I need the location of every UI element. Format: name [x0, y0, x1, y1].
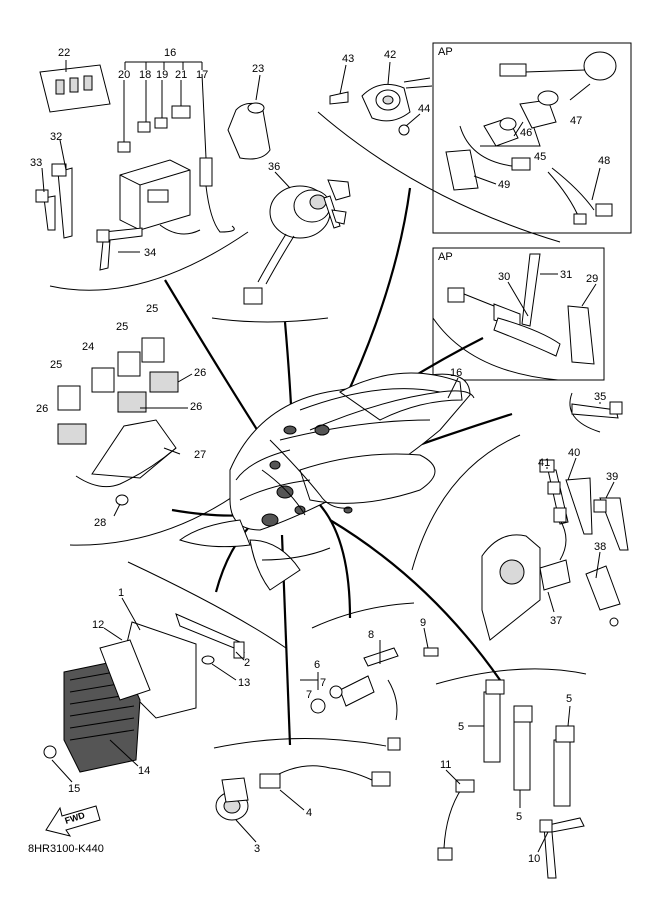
callout-6: 6 — [314, 659, 320, 671]
callout-48: 48 — [598, 155, 610, 167]
group-frame-injectors — [435, 668, 587, 685]
callout-17: 17 — [196, 69, 208, 81]
fuses-18-21 — [117, 80, 191, 153]
callout-44: 44 — [418, 103, 430, 115]
vehicle-body — [178, 372, 471, 591]
callout-45: 45 — [534, 151, 546, 163]
callout-9: 9 — [420, 617, 426, 629]
callout-leaders — [41, 60, 615, 853]
part-23-container — [227, 102, 271, 160]
ap-top-parts — [445, 51, 617, 225]
callout-7-a: 7 — [320, 677, 326, 689]
callout-28: 28 — [94, 517, 106, 529]
callout-39: 39 — [606, 471, 618, 483]
callout-21: 21 — [175, 69, 187, 81]
callout-5-a: 5 — [458, 721, 464, 733]
part-22-holder — [39, 64, 111, 113]
callout-36: 36 — [268, 161, 280, 173]
callout-11: 11 — [440, 759, 451, 771]
callout-13: 13 — [238, 677, 250, 689]
group-frame-top-left — [49, 231, 249, 291]
group-frame-regulator — [127, 561, 287, 649]
callout-41: 41 — [538, 457, 550, 469]
callout-5-c: 5 — [566, 693, 572, 705]
callout-25-a: 25 — [146, 303, 158, 315]
callout-35: 35 — [594, 391, 606, 403]
ap-box-mid — [432, 247, 605, 381]
callout-42: 42 — [384, 49, 396, 61]
diagram-code: 8HR3100-K440 — [28, 843, 104, 855]
callout-29: 29 — [586, 273, 598, 285]
group-frame-clip — [569, 392, 601, 433]
ap-label-top: AP — [438, 46, 453, 58]
part-14-regulator — [43, 639, 151, 773]
ap-mid-parts — [447, 253, 595, 365]
callout-2: 2 — [244, 657, 250, 669]
callout-47: 47 — [570, 115, 582, 127]
parts-32-34-bands — [35, 163, 143, 271]
callout-22: 22 — [58, 47, 70, 59]
group-frame-sensor-right — [411, 434, 521, 571]
part-35-band — [571, 401, 623, 419]
callout-18: 18 — [139, 69, 151, 81]
part-36-main-switch — [243, 179, 351, 305]
callout-38: 38 — [594, 541, 606, 553]
callout-37: 37 — [550, 615, 562, 627]
callout-32: 32 — [50, 131, 62, 143]
group-frame-coil — [311, 602, 415, 629]
callout-43: 43 — [342, 53, 354, 65]
callout-10: 10 — [528, 853, 540, 865]
callout-14: 14 — [138, 765, 150, 777]
callout-bracket-16 — [124, 61, 203, 70]
callout-16-vehicle: 16 — [450, 367, 462, 379]
callout-19: 19 — [156, 69, 168, 81]
group-frame-right-ap — [432, 317, 559, 381]
ap-label-mid: AP — [438, 251, 453, 263]
parts-6-9-sensor — [310, 647, 439, 751]
callout-15: 15 — [68, 783, 80, 795]
parts-10-11-wires — [437, 779, 585, 879]
callout-25-b: 25 — [116, 321, 128, 333]
group-frame-top-right — [317, 111, 561, 243]
callout-25-c: 25 — [50, 359, 62, 371]
ap-box-top — [432, 42, 632, 234]
callout-20: 20 — [118, 69, 130, 81]
part-42-switch — [329, 77, 433, 136]
callout-33: 33 — [30, 157, 42, 169]
callout-5-b: 5 — [516, 811, 522, 823]
parts-3-4-switch — [215, 765, 391, 821]
callout-1: 1 — [118, 587, 124, 599]
callout-30: 30 — [498, 271, 510, 283]
callout-16-top: 16 — [164, 47, 176, 59]
callout-26-b: 26 — [190, 401, 202, 413]
group-frame-switch — [213, 738, 387, 749]
callout-34: 34 — [144, 247, 156, 259]
callout-4: 4 — [306, 807, 312, 819]
callout-23: 23 — [252, 63, 264, 75]
parts-24-26-relays — [57, 337, 179, 506]
fwd-arrow-icon: FWD — [45, 805, 101, 837]
parts-5-coils — [483, 679, 575, 807]
part-17-fuse-box — [119, 73, 235, 235]
callout-3: 3 — [254, 843, 260, 855]
callout-40: 40 — [568, 447, 580, 459]
callout-26-a: 26 — [194, 367, 206, 379]
callout-12: 12 — [92, 619, 104, 631]
callout-7-b: 7 — [306, 689, 312, 701]
callout-26-c: 26 — [36, 403, 48, 415]
parts-39-41-bands — [539, 459, 629, 551]
callout-27: 27 — [194, 449, 206, 461]
callout-49: 49 — [498, 179, 510, 191]
callout-46: 46 — [520, 127, 532, 139]
callout-24: 24 — [82, 341, 94, 353]
callout-31: 31 — [560, 269, 572, 281]
callout-8: 8 — [368, 629, 374, 641]
group-frame-key-switch — [211, 317, 329, 323]
part-16-harness — [309, 390, 475, 431]
parts-37-38-sensor — [481, 507, 621, 641]
